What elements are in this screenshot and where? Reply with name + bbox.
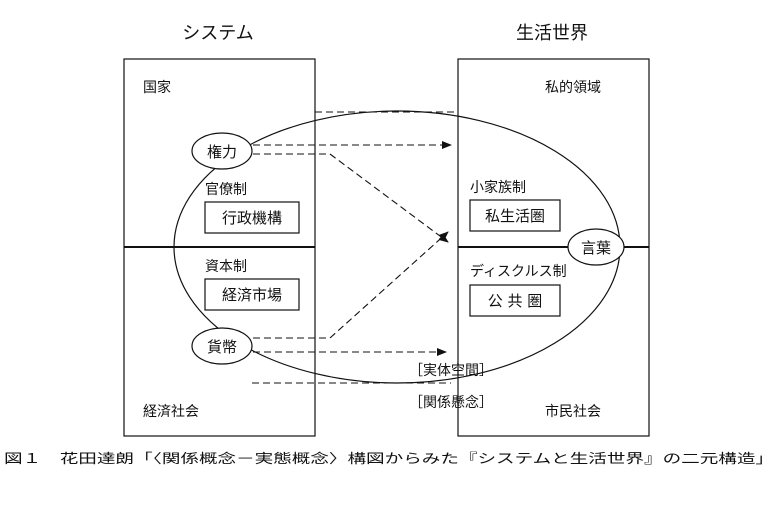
economic-market-box [204,278,300,311]
money-node [191,327,253,365]
label-nuclear-family: 小家族制 [470,179,526,196]
label-bureaucracy: 官僚制 [205,182,247,198]
label-private-domain: 私的領域 [545,79,601,96]
label-power: 権力 [207,143,237,161]
label-money: 貨幣 [207,338,237,356]
power-node [191,132,253,170]
label-language: 言葉 [581,239,611,257]
label-relational-concept: ［関係懸念］ [409,394,493,411]
language-node [567,228,625,266]
label-economic-market: 経済市場 [222,286,282,304]
label-real-space: ［実体空間］ [409,363,493,379]
public-sphere-box [469,284,561,317]
label-civil-society: 市民社会 [545,403,601,420]
heading-system: システム [182,23,253,44]
label-public-sphere: 公 共 圏 [488,292,543,310]
administration-box [204,201,300,234]
label-capitalism: 資本制 [205,259,247,275]
figure-caption: 図１ 花田達朗「〈関係概念－実態概念〉構図からみた『システムと生活世界』の二元構… [4,450,774,467]
label-administration: 行政機構 [222,209,282,227]
arrow-money-to-lifeworld-center [253,231,449,339]
label-economic-society: 経済社会 [143,404,199,420]
label-state: 国家 [143,79,171,96]
heading-lifeworld: 生活世界 [516,23,588,44]
label-private-sphere: 私生活圏 [485,207,545,225]
label-discourse: ディスクルス制 [470,263,567,280]
arrow-power-to-lifeworld-center [253,153,449,243]
private-sphere-box [469,199,561,232]
